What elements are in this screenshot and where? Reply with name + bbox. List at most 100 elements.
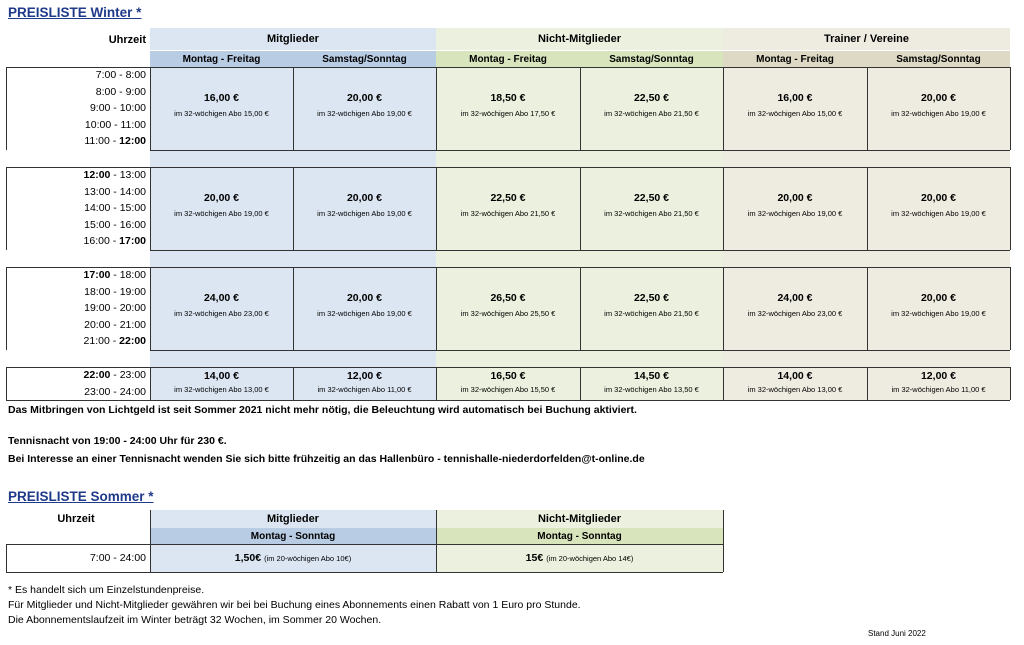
time-start: 7:00 - 8:00 bbox=[95, 69, 146, 81]
column-divider bbox=[1010, 367, 1011, 401]
abo-price: im 32-wöchigen Abo 15,50 € bbox=[460, 385, 556, 394]
block-bottom-border bbox=[6, 150, 1010, 151]
column-divider bbox=[1010, 67, 1011, 150]
day-subheader: Samstag/Sonntag bbox=[293, 51, 436, 68]
column-divider bbox=[1010, 267, 1011, 350]
column-divider bbox=[580, 67, 581, 150]
abo-price: im 32-wöchigen Abo 19,00 € bbox=[747, 208, 843, 218]
price-cell: 24,00 € im 32-wöchigen Abo 23,00 € bbox=[723, 292, 867, 318]
group-header: Nicht-Mitglieder bbox=[436, 510, 723, 528]
time-start: 23:00 - 24:00 bbox=[84, 385, 146, 398]
column-divider bbox=[580, 267, 581, 350]
footer-line-3: Die Abonnementslaufzeit im Winter beträg… bbox=[8, 614, 382, 626]
sommer-title: PREISLISTE Sommer * bbox=[8, 489, 154, 504]
column-divider bbox=[1010, 167, 1011, 250]
time-column-background bbox=[6, 367, 150, 401]
time-row: 17:00 - 18:00 bbox=[6, 269, 146, 281]
gap-time bbox=[6, 350, 150, 367]
price-cell: 16,50 €im 32-wöchigen Abo 15,50 € bbox=[436, 370, 580, 394]
abo-price: im 32-wöchigen Abo 23,00 € bbox=[174, 308, 269, 318]
abo-price: im 32-wöchigen Abo 19,00 € bbox=[317, 208, 412, 218]
price-cell: 14,00 €im 32-wöchigen Abo 13,00 € bbox=[150, 370, 293, 394]
price-cell: 18,50 €im 32-wöchigen Abo 17,50 € bbox=[436, 92, 580, 118]
abo-price: im 32-wöchigen Abo 19,00 € bbox=[317, 108, 412, 118]
day-subheader: Samstag/Sonntag bbox=[867, 51, 1010, 68]
time-row: 14:00 - 15:00 bbox=[6, 202, 146, 214]
price-value: 20,00 € bbox=[346, 191, 383, 204]
sommer-price-cell: 15€(im 20-wöchigen Abo 14€) bbox=[436, 552, 723, 564]
column-background bbox=[436, 68, 580, 400]
price-cell: 20,00 €im 32-wöchigen Abo 19,00 € bbox=[867, 192, 1010, 218]
abo-price: im 32-wöchigen Abo 21,50 € bbox=[460, 208, 556, 218]
time-row: 21:00 - 22:00 bbox=[6, 335, 146, 347]
column-divider bbox=[150, 67, 151, 150]
time-end: 12:00 bbox=[119, 135, 146, 148]
footer-line-2: Für Mitglieder und Nicht-Mitglieder gewä… bbox=[8, 599, 581, 611]
group-header: Trainer / Vereine bbox=[723, 28, 1010, 50]
price-cell: 20,00 € im 32-wöchigen Abo 19,00 € bbox=[723, 192, 867, 218]
block-top-border bbox=[6, 267, 1010, 268]
day-subheader: Montag - Sonntag bbox=[150, 528, 436, 544]
column-background bbox=[150, 68, 293, 400]
row-top-border bbox=[6, 544, 723, 545]
time-row: 16:00 - 17:00 bbox=[6, 235, 146, 247]
column-divider bbox=[436, 167, 437, 250]
abo-price: im 32-wöchigen Abo 19,00 € bbox=[317, 308, 412, 318]
time-row: 10:00 - 11:00 bbox=[6, 119, 146, 131]
time-start: 17:00 bbox=[83, 269, 111, 281]
abo-price: (im 20-wöchigen Abo 14€) bbox=[546, 554, 634, 563]
column-divider bbox=[436, 510, 437, 544]
column-background bbox=[723, 68, 867, 400]
abo-price: im 32-wöchigen Abo 25,50 € bbox=[460, 308, 556, 318]
time-row: 23:00 - 24:00 bbox=[6, 386, 146, 398]
abo-price: im 32-wöchigen Abo 21,50 € bbox=[604, 208, 699, 218]
column-divider bbox=[867, 267, 868, 350]
abo-price: im 32-wöchigen Abo 15,00 € bbox=[174, 108, 269, 118]
gap-time bbox=[6, 150, 150, 167]
sommer-time: 7:00 - 24:00 bbox=[89, 552, 146, 564]
price-cell: 22,50 €im 32-wöchigen Abo 21,50 € bbox=[580, 92, 723, 118]
footer-line-1: * Es handelt sich um Einzelstundenpreise… bbox=[8, 584, 205, 596]
column-divider bbox=[293, 167, 294, 250]
price-value: 20,00 € bbox=[920, 191, 957, 204]
price-value: 16,00 € bbox=[203, 91, 240, 104]
column-background bbox=[150, 544, 436, 572]
time-start: 16:00 - bbox=[83, 235, 120, 248]
column-divider bbox=[293, 267, 294, 350]
price-value: 22,50 € bbox=[633, 191, 670, 204]
sommer-price-cell: 1,50€(im 20-wöchigen Abo 10€) bbox=[150, 552, 436, 564]
price-value: 20,00 € bbox=[777, 191, 813, 204]
time-start: 20:00 - 21:00 bbox=[84, 318, 146, 331]
abo-price: im 32-wöchigen Abo 23,00 € bbox=[747, 308, 843, 318]
column-divider bbox=[6, 67, 7, 150]
column-divider bbox=[436, 267, 437, 350]
day-subheader: Montag - Freitag bbox=[723, 51, 867, 68]
price-cell: 20,00 €im 32-wöchigen Abo 19,00 € bbox=[867, 292, 1010, 318]
time-end: 17:00 bbox=[119, 235, 146, 248]
price-cell: 14,00 €im 32-wöchigen Abo 13,00 € bbox=[723, 370, 867, 394]
column-divider bbox=[6, 167, 7, 250]
column-divider bbox=[580, 167, 581, 250]
price-value: 12,00 € bbox=[920, 370, 957, 382]
block-top-border bbox=[6, 167, 1010, 168]
abo-price: im 32-wöchigen Abo 19,00 € bbox=[891, 308, 986, 318]
price-value: 20,00 € bbox=[346, 91, 383, 104]
column-background bbox=[436, 544, 723, 572]
time-start: 14:00 - 15:00 bbox=[84, 202, 146, 215]
block-top-border bbox=[6, 67, 1010, 68]
column-divider bbox=[723, 67, 724, 150]
column-divider bbox=[867, 167, 868, 250]
column-background bbox=[580, 68, 723, 400]
price-cell: 16,00 € im 32-wöchigen Abo 15,00 € bbox=[150, 92, 293, 118]
block-bottom-border bbox=[6, 350, 1010, 351]
time-end: - 23:00 bbox=[110, 369, 146, 381]
price-cell: 20,00 €im 32-wöchigen Abo 19,00 € bbox=[293, 292, 436, 318]
time-row: 9:00 - 10:00 bbox=[6, 102, 146, 114]
price-value: 20,00 € bbox=[203, 191, 240, 204]
note-lichtgeld: Das Mitbringen von Lichtgeld ist seit So… bbox=[8, 404, 637, 416]
column-divider bbox=[293, 367, 294, 401]
time-start: 10:00 - 11:00 bbox=[84, 118, 146, 131]
column-divider bbox=[6, 267, 7, 350]
time-end: - 18:00 bbox=[110, 269, 146, 281]
price-value: 24,00 € bbox=[777, 291, 813, 304]
